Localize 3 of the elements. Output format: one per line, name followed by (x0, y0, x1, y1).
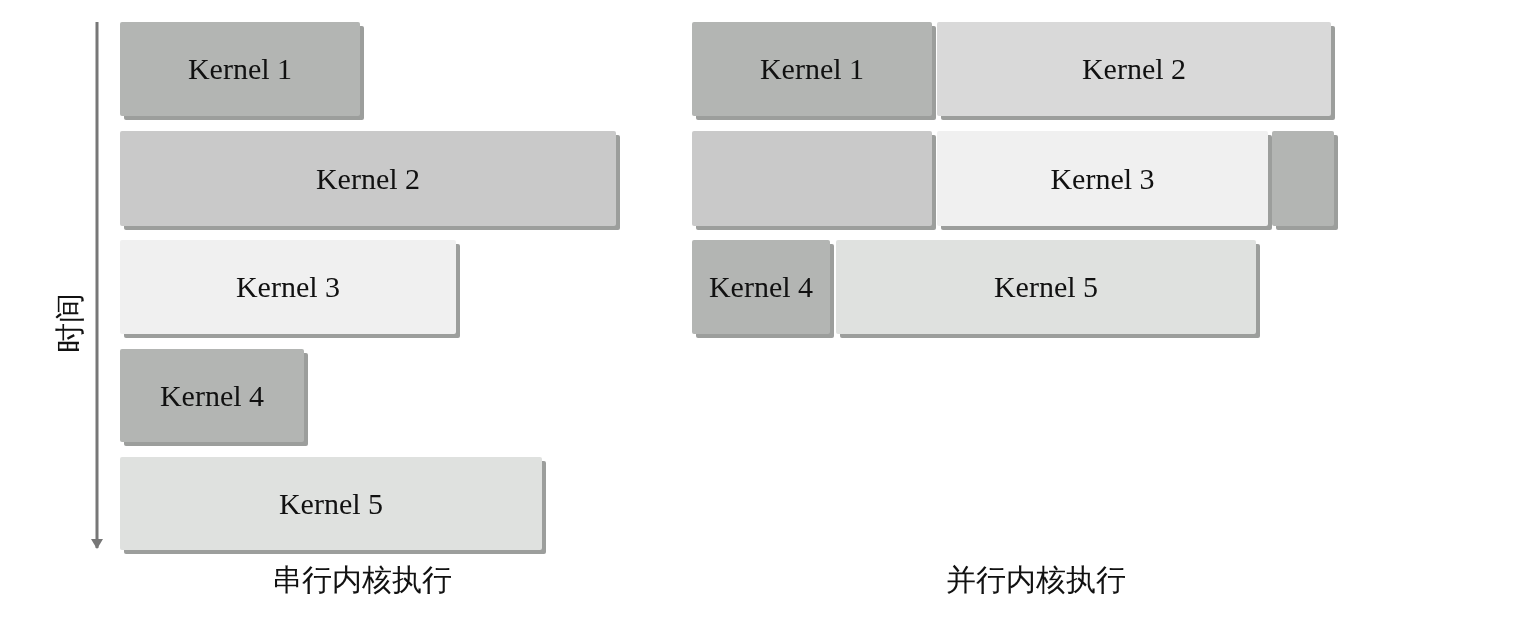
panel-caption: 并行内核执行 (946, 560, 1126, 599)
panel-caption: 串行内核执行 (272, 560, 452, 599)
axis-label: 时间 (50, 292, 88, 352)
